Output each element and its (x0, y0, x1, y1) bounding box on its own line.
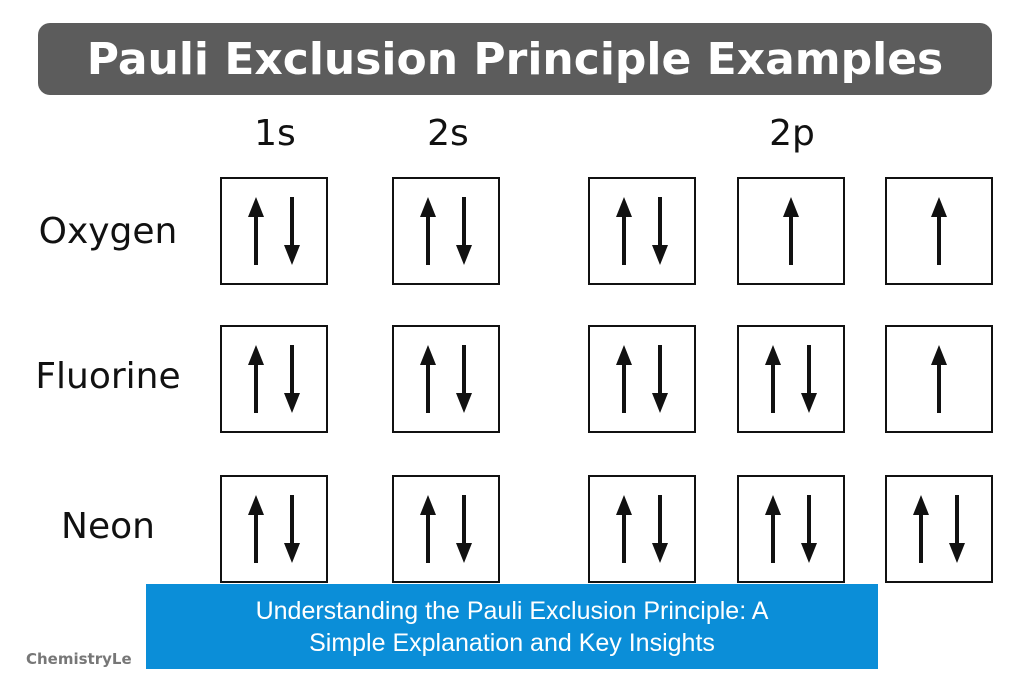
spin-down-arrow-icon (284, 197, 300, 265)
orbital-box-oxygen-2p (885, 177, 993, 285)
spin-down-arrow-icon (284, 495, 300, 563)
spin-up-arrow-icon (248, 495, 264, 563)
spin-down-arrow-icon (949, 495, 965, 563)
spin-down-arrow-icon (284, 345, 300, 413)
orbital-arrows (616, 345, 668, 413)
orbital-arrows (765, 495, 817, 563)
spin-up-arrow-icon (931, 345, 947, 413)
spin-down-arrow-icon (801, 345, 817, 413)
spin-down-arrow-icon (652, 345, 668, 413)
caption-line-1: Understanding the Pauli Exclusion Princi… (255, 596, 769, 625)
orbital-arrows (248, 197, 300, 265)
spin-up-arrow-icon (420, 197, 436, 265)
spin-up-arrow-icon (783, 197, 799, 265)
orbital-arrows (913, 495, 965, 563)
spin-up-arrow-icon (420, 345, 436, 413)
orbital-arrows (420, 197, 472, 265)
spin-down-arrow-icon (801, 495, 817, 563)
source-credit: ChemistryLe (26, 650, 132, 668)
orbital-arrows (616, 495, 668, 563)
orbital-arrows (248, 345, 300, 413)
column-header-2p: 2p (769, 113, 815, 154)
spin-up-arrow-icon (616, 197, 632, 265)
spin-down-arrow-icon (652, 495, 668, 563)
orbital-box-fluorine-2s (392, 325, 500, 433)
orbital-box-oxygen-2s (392, 177, 500, 285)
row-label-fluorine: Fluorine (35, 356, 181, 397)
spin-up-arrow-icon (931, 197, 947, 265)
orbital-arrows (248, 495, 300, 563)
spin-up-arrow-icon (248, 197, 264, 265)
column-header-1s: 1s (254, 113, 296, 154)
spin-up-arrow-icon (913, 495, 929, 563)
caption-line-2: Simple Explanation and Key Insights (309, 628, 715, 657)
spin-up-arrow-icon (765, 345, 781, 413)
orbital-box-oxygen-2p (737, 177, 845, 285)
orbital-box-fluorine-2p (588, 325, 696, 433)
column-header-2s: 2s (427, 113, 469, 154)
orbital-box-neon-2p (588, 475, 696, 583)
orbital-arrows (420, 495, 472, 563)
orbital-box-fluorine-2p (885, 325, 993, 433)
spin-down-arrow-icon (456, 197, 472, 265)
row-label-neon: Neon (61, 506, 155, 547)
orbital-arrows (931, 197, 947, 265)
orbital-box-neon-1s (220, 475, 328, 583)
orbital-box-fluorine-1s (220, 325, 328, 433)
orbital-box-neon-2s (392, 475, 500, 583)
diagram-title: Pauli Exclusion Principle Examples (86, 33, 944, 85)
spin-down-arrow-icon (456, 495, 472, 563)
orbital-box-neon-2p (885, 475, 993, 583)
spin-down-arrow-icon (456, 345, 472, 413)
orbital-box-oxygen-2p (588, 177, 696, 285)
spin-up-arrow-icon (420, 495, 436, 563)
spin-up-arrow-icon (616, 495, 632, 563)
spin-up-arrow-icon (765, 495, 781, 563)
orbital-box-fluorine-2p (737, 325, 845, 433)
orbital-arrows (616, 197, 668, 265)
orbital-arrows (765, 345, 817, 413)
caption-banner: Understanding the Pauli Exclusion Princi… (146, 584, 878, 669)
spin-up-arrow-icon (248, 345, 264, 413)
title-banner: Pauli Exclusion Principle Examples (38, 23, 992, 95)
orbital-box-neon-2p (737, 475, 845, 583)
orbital-arrows (420, 345, 472, 413)
orbital-arrows (931, 345, 947, 413)
row-label-oxygen: Oxygen (38, 211, 178, 252)
orbital-arrows (783, 197, 799, 265)
spin-down-arrow-icon (652, 197, 668, 265)
spin-up-arrow-icon (616, 345, 632, 413)
orbital-box-oxygen-1s (220, 177, 328, 285)
